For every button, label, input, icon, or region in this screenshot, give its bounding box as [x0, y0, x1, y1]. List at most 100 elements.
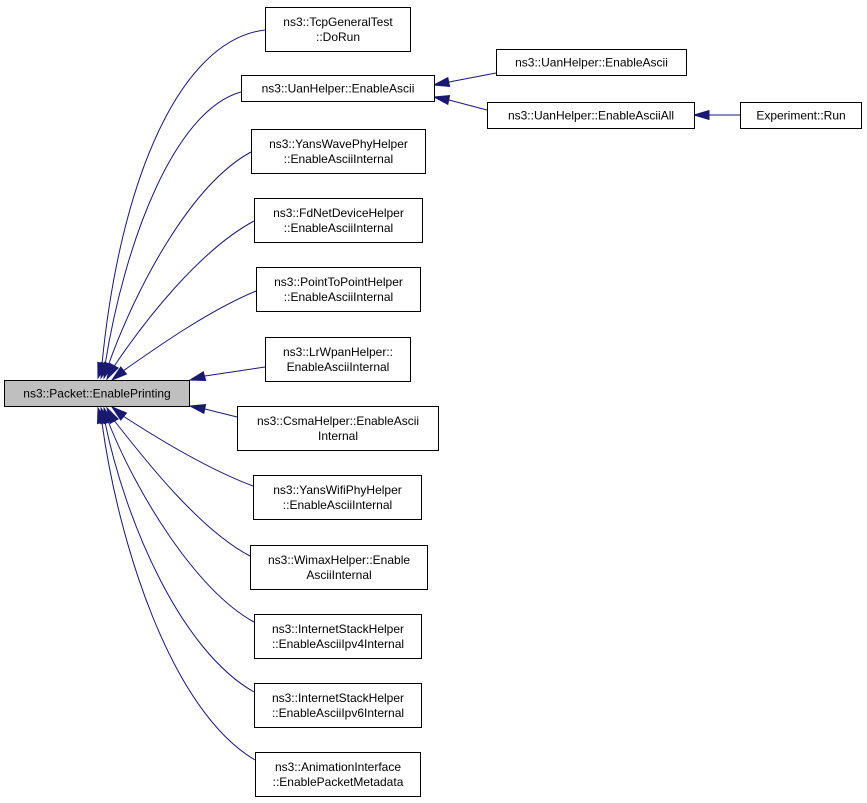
- node-box[interactable]: [256, 267, 421, 312]
- arrowhead-icon: [188, 403, 207, 415]
- graph-node[interactable]: ns3::YansWavePhyHelper::EnableAsciiInter…: [251, 129, 426, 174]
- node-box[interactable]: [740, 102, 862, 129]
- edge-line: [448, 99, 488, 111]
- edge-yanswifi-to-root: [110, 405, 254, 487]
- graph-node[interactable]: ns3::AnimationInterface::EnablePacketMet…: [255, 752, 421, 797]
- edge-line: [107, 151, 252, 367]
- node-label: ::EnableAsciiInternal: [283, 498, 392, 512]
- arrowhead-icon: [432, 94, 451, 106]
- node-box[interactable]: [237, 406, 439, 451]
- node-label: ns3::UanHelper::EnableAsciiAll: [508, 109, 674, 123]
- edge-yanswave-to-root: [103, 151, 252, 380]
- graph-node[interactable]: ns3::UanHelper::EnableAsciiAll: [487, 102, 695, 129]
- edge-inet4-to-root: [103, 406, 255, 623]
- edge-anim-to-root: [96, 406, 256, 761]
- edge-uan-to-root: [100, 91, 242, 380]
- node-label: Internal: [318, 429, 358, 443]
- graph-node[interactable]: ns3::PointToPointHelper::EnableAsciiInte…: [256, 267, 421, 312]
- node-box[interactable]: [251, 129, 426, 174]
- edge-wimax-to-root: [106, 406, 251, 557]
- graph-node[interactable]: ns3::FdNetDeviceHelper::EnableAsciiInter…: [254, 198, 423, 243]
- graph-node[interactable]: ns3::Packet::EnablePrinting: [4, 380, 190, 407]
- node-label: ns3::Packet::EnablePrinting: [23, 387, 170, 401]
- node-box[interactable]: [254, 614, 422, 659]
- node-box[interactable]: [241, 75, 435, 102]
- graph-node[interactable]: ns3::CsmaHelper::EnableAsciiInternal: [237, 406, 439, 451]
- node-box[interactable]: [254, 198, 423, 243]
- graph-node[interactable]: Experiment::Run: [740, 102, 862, 129]
- node-label: ns3::UanHelper::EnableAscii: [262, 82, 415, 96]
- edge-line: [204, 408, 238, 418]
- graph-node[interactable]: ns3::YansWifiPhyHelper::EnableAsciiInter…: [253, 475, 422, 520]
- edge-tcp-to-root: [97, 29, 266, 380]
- node-label: ns3::CsmaHelper::EnableAscii: [257, 414, 419, 428]
- edge-p2p-to-root: [110, 290, 257, 382]
- node-label: ns3::UanHelper::EnableAscii: [515, 56, 668, 70]
- node-label: ns3::FdNetDeviceHelper: [273, 206, 404, 220]
- arrowhead-icon: [110, 405, 128, 421]
- edge-line: [101, 422, 256, 761]
- node-label: ::EnableAsciiIpv6Internal: [272, 706, 404, 720]
- node-box[interactable]: [254, 683, 422, 728]
- node-label: Experiment::Run: [756, 109, 845, 123]
- edge-line: [112, 220, 255, 369]
- edge-line: [122, 290, 257, 372]
- node-label: ns3::YansWifiPhyHelper: [273, 483, 402, 497]
- graph-node[interactable]: ns3::UanHelper::EnableAscii: [241, 75, 435, 102]
- edge-uan2-to-uan: [432, 72, 497, 88]
- arrowhead-icon: [432, 76, 451, 88]
- edge-line: [448, 72, 497, 83]
- edge-line: [104, 421, 255, 693]
- edge-csma-to-root: [188, 403, 238, 418]
- node-label: ns3::InternetStackHelper: [272, 691, 404, 705]
- node-label: AsciiInternal: [306, 568, 371, 582]
- edge-exp-to-uanall: [692, 109, 740, 121]
- node-label: ns3::PointToPointHelper: [274, 275, 403, 289]
- graph-node[interactable]: ns3::InternetStackHelper::EnableAsciiIpv…: [254, 683, 422, 728]
- arrowhead-icon: [96, 406, 107, 425]
- arrowhead-icon: [188, 371, 207, 382]
- edge-line: [122, 415, 254, 487]
- arrowhead-icon: [692, 109, 710, 121]
- node-label: ns3::TcpGeneralTest: [283, 15, 393, 29]
- node-box[interactable]: [487, 102, 695, 129]
- edges-layer: [96, 29, 740, 761]
- node-label: EnableAsciiInternal: [287, 360, 390, 374]
- graph-node[interactable]: ns3::LrWpanHelper::EnableAsciiInternal: [265, 337, 411, 382]
- root-node-box[interactable]: [4, 380, 190, 407]
- graph-node[interactable]: ns3::UanHelper::EnableAscii: [496, 49, 687, 76]
- graph-node[interactable]: ns3::TcpGeneralTest::DoRun: [265, 7, 411, 52]
- node-label: ::EnableAsciiIpv4Internal: [272, 637, 404, 651]
- edge-inet6-to-root: [100, 406, 255, 693]
- node-label: ::EnablePacketMetadata: [273, 775, 404, 789]
- edge-line: [101, 29, 266, 365]
- node-box[interactable]: [496, 49, 687, 76]
- node-label: ::EnableAsciiInternal: [284, 290, 393, 304]
- graph-node[interactable]: ns3::InternetStackHelper::EnableAsciiIpv…: [254, 614, 422, 659]
- node-label: ::EnableAsciiInternal: [284, 152, 393, 166]
- node-label: ns3::YansWavePhyHelper: [269, 137, 408, 151]
- edge-uanall-to-uan: [432, 94, 488, 111]
- edge-line: [204, 366, 266, 377]
- node-label: ::EnableAsciiInternal: [284, 221, 393, 235]
- node-box[interactable]: [253, 475, 422, 520]
- edge-fdnet-to-root: [106, 220, 255, 381]
- node-label: ns3::InternetStackHelper: [272, 622, 404, 636]
- node-label: ns3::LrWpanHelper::: [283, 345, 393, 359]
- node-box[interactable]: [250, 545, 428, 590]
- edge-line: [107, 420, 255, 623]
- node-box[interactable]: [255, 752, 421, 797]
- edge-line: [104, 91, 242, 366]
- edge-lrwpan-to-root: [188, 366, 266, 382]
- node-label: ::DoRun: [316, 30, 360, 44]
- arrowhead-icon: [110, 366, 128, 382]
- graph-node[interactable]: ns3::WimaxHelper::EnableAsciiInternal: [250, 545, 428, 590]
- node-box[interactable]: [265, 337, 411, 382]
- node-label: ns3::WimaxHelper::Enable: [268, 553, 410, 567]
- arrowhead-icon: [106, 362, 119, 381]
- node-box[interactable]: [265, 7, 411, 52]
- nodes-layer: ns3::Packet::EnablePrinting ns3::TcpGener…: [4, 7, 862, 797]
- edge-line: [112, 418, 251, 557]
- node-label: ns3::AnimationInterface: [275, 760, 401, 774]
